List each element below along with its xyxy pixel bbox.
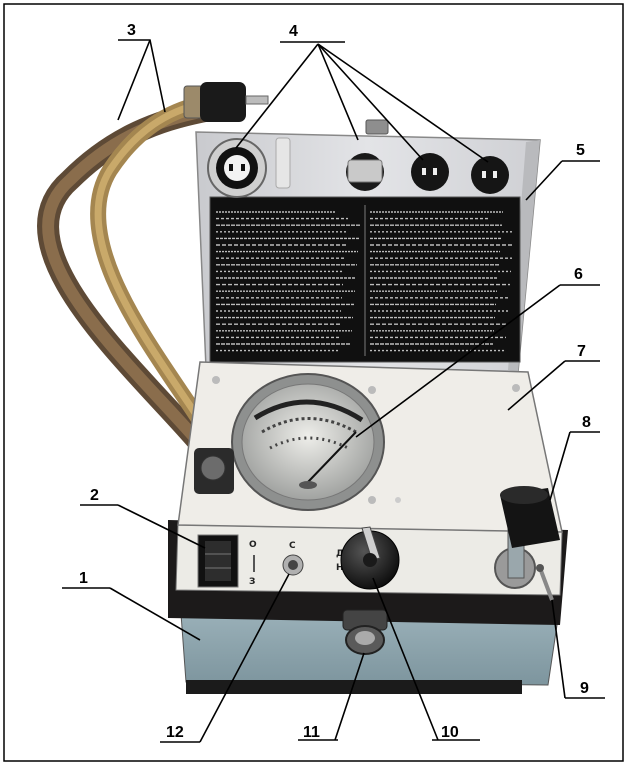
callout-11: 11 [303,724,320,741]
socket-3 [411,153,449,191]
callout-12: 12 [166,724,184,741]
range-knob: Д Н [336,526,400,590]
socket-mark: С [289,541,296,551]
callout-7: 7 [577,343,586,360]
callout-9: 9 [580,680,589,697]
hose-port [194,448,234,494]
instruction-plate [209,196,521,363]
callout-3: 3 [127,22,136,39]
socket-large [207,138,267,198]
switch-bottom-mark: З [249,577,255,587]
leader-lines [62,39,605,743]
lid-sockets [207,119,509,198]
case-lock [342,609,388,655]
gauge-dial [231,373,385,511]
plunger [494,486,560,589]
valve [536,564,554,601]
callout-4: 4 [289,23,298,40]
callout-5: 5 [576,142,585,159]
hoses [37,82,269,469]
counter-window [197,534,239,588]
knob-mark-n: Н [336,563,344,573]
callout-labels: 3 4 5 6 7 8 2 1 9 12 11 10 [79,22,591,741]
callout-8: 8 [582,414,591,431]
small-socket: С [282,541,304,576]
instruction-text-lines [216,211,514,352]
callout-1: 1 [79,570,88,587]
knob-mark-d: Д [336,549,344,559]
socket-capped [346,119,389,191]
callout-6: 6 [574,266,583,283]
socket-4 [471,156,509,194]
toggle-switch: О З [249,540,257,587]
switch-top-mark: О [249,540,257,550]
callout-10: 10 [441,724,459,741]
callout-2: 2 [90,487,99,504]
